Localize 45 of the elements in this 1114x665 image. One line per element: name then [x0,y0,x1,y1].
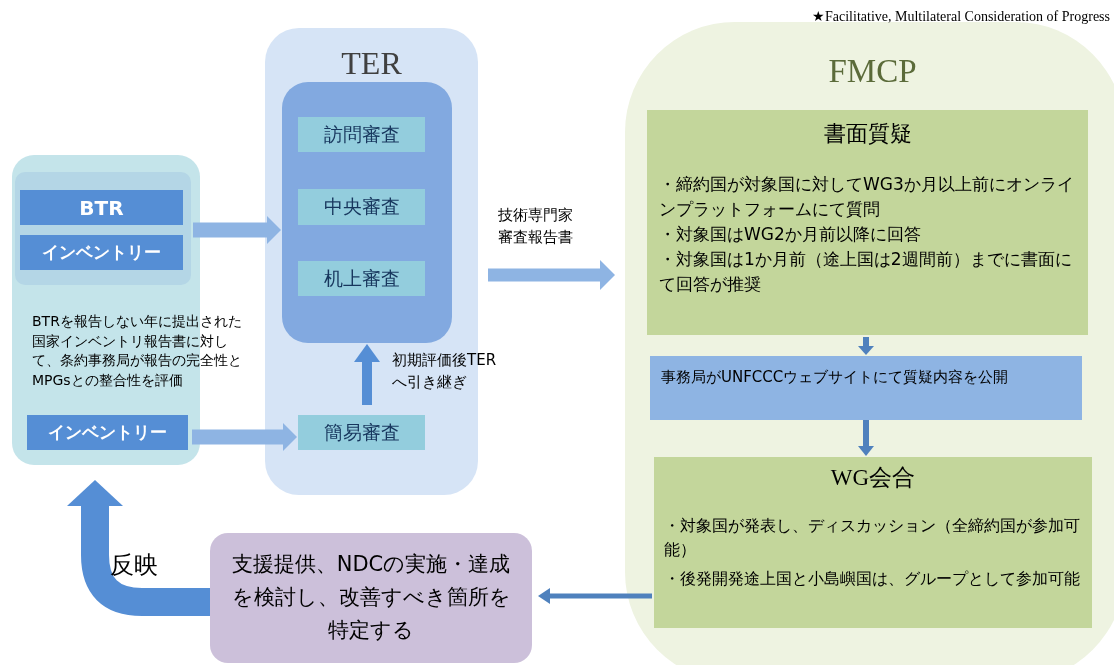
box-label: 机上審査 [322,265,401,291]
process-box [210,533,532,663]
box-label: 支援提供、NDCの実施・達成を検討し、改善すべき箇所を特定する [230,551,512,644]
bar-label: BTR [78,194,125,222]
box-label: 簡易審査 [322,419,401,445]
box-label: 中央審査 [322,194,401,219]
panel-title: TER [340,45,403,81]
label-bar [20,190,183,225]
process-box [298,117,425,152]
note-text: ★Facilitative, Multilateral Consideration of Progress [811,8,1110,26]
bullet-text: ・対象国は1か月前（途上国は2週間前）までに書面にて回答が推奨 [659,248,1073,296]
edge-label: 技術専門家審査報告書 [498,205,574,248]
arrow [858,420,874,456]
arrow [538,588,652,604]
edge-label: 反映 [110,550,159,581]
arrow [488,260,615,290]
bullet-text: ・後発開発途上国と小島嶼国は、グループとして参加可能 [664,568,1080,590]
bar-label: インベントリー [41,241,162,264]
process-box [647,110,1088,335]
group-box [282,82,452,343]
panel-title: FMCP [827,52,918,90]
process-box [650,356,1082,420]
arrow [193,216,281,244]
edge-label: 初期評価後TERへ引き継ぎ [392,350,498,393]
box-label: 訪問審査 [322,121,401,147]
box-label: 事務局がUNFCCCウェブサイトにて質疑内容を公開 [661,367,1010,388]
arrow [858,337,874,355]
label-bar [20,235,183,270]
box-heading: WG会合 [829,464,917,492]
arrow [354,344,380,405]
process-box [654,457,1092,628]
process-box [298,189,425,225]
label-bar [27,415,188,450]
bullet-text: ・締約国が対象国に対してWG3か月以上前にオンラインプラットフォームにて質問 [659,173,1074,221]
box-heading: 書面質疑 [822,120,913,148]
bar-label: インベントリー [47,421,168,444]
process-box [298,415,425,450]
process-box [298,261,425,296]
description-text: BTRを報告しない年に提出された国家インベントリ報告書に対して、条約事務局が報告の完全性とMPGsとの整合性を評価 [32,312,243,390]
arrow [192,423,297,451]
bullet-text: ・対象国はWG2か月前以降に回答 [659,223,922,246]
group-box [15,172,191,285]
bullet-text: ・対象国が発表し、ディスカッション（全締約国が参加可能） [664,515,1080,561]
panel [625,22,1114,665]
panel-background [12,155,200,465]
